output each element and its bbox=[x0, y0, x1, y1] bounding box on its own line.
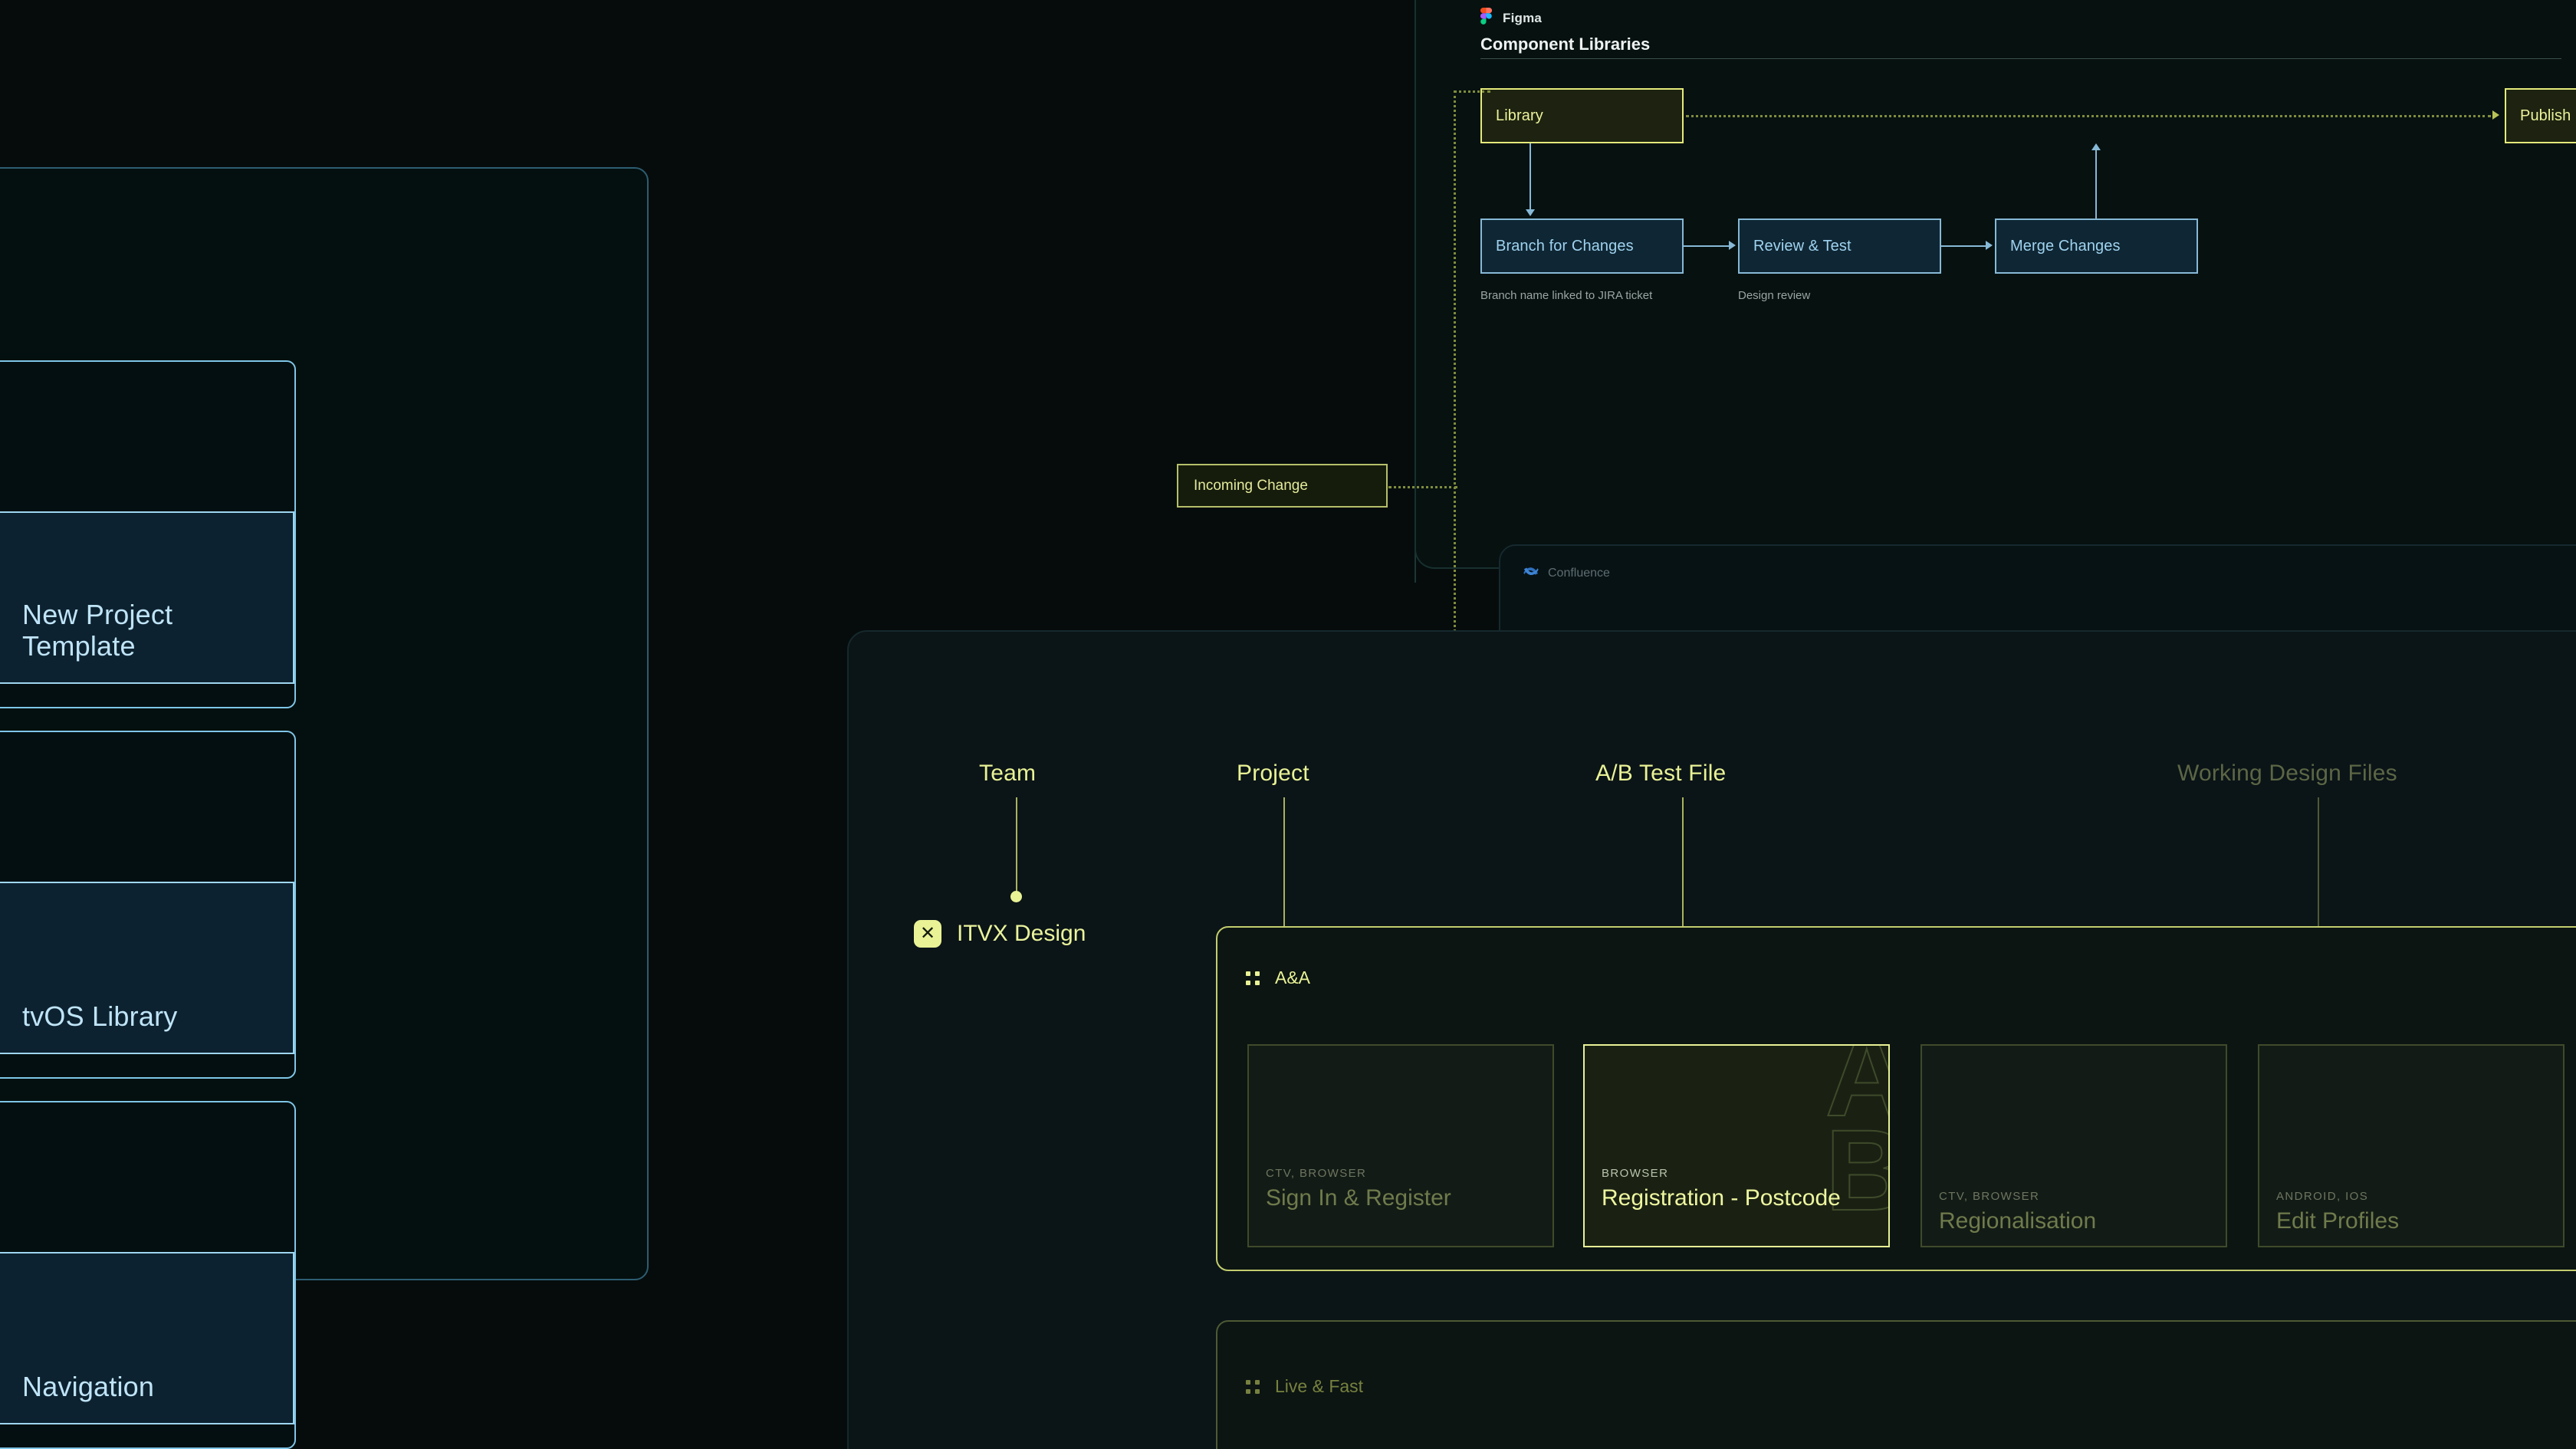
library-card-label: New Project Template bbox=[22, 598, 173, 662]
connector-library-to-publish-dotted bbox=[1686, 115, 2491, 117]
project-header-live-fast[interactable]: Live & Fast bbox=[1246, 1376, 1363, 1397]
file-card-title: Registration - Postcode bbox=[1602, 1185, 1841, 1211]
node-merge-changes[interactable]: Merge Changes bbox=[1995, 219, 2198, 274]
file-card-platforms: ANDROID, IOS bbox=[2276, 1190, 2369, 1203]
file-card-platforms: CTV, BROWSER bbox=[1939, 1190, 2040, 1203]
project-box-live-fast[interactable] bbox=[1216, 1320, 2576, 1449]
column-header-team: Team bbox=[979, 761, 1037, 786]
file-card-title: Regionalisation bbox=[1939, 1208, 2097, 1234]
column-stem-team bbox=[1016, 797, 1017, 897]
library-card[interactable]: tvOS Library bbox=[0, 882, 294, 1054]
column-header-ab-test-file: A/B Test File bbox=[1595, 761, 1727, 786]
library-card-label: tvOS Library bbox=[22, 1001, 178, 1033]
connector-merge-to-publish bbox=[2095, 150, 2097, 220]
file-card-regionalisation[interactable]: CTV, BROWSER Regionalisation bbox=[1921, 1044, 2227, 1247]
figma-panel: Figma Component Libraries Library Publis… bbox=[1414, 0, 2576, 569]
node-branch-for-changes[interactable]: Branch for Changes bbox=[1480, 219, 1684, 274]
arrow-right-icon bbox=[1729, 241, 1736, 250]
connector-branch-to-review bbox=[1684, 245, 1730, 247]
project-header-aa[interactable]: A&A bbox=[1246, 968, 1310, 988]
column-anchor-dot bbox=[1010, 891, 1022, 902]
arrow-up-icon bbox=[2091, 143, 2101, 150]
file-card-title: Sign In & Register bbox=[1266, 1185, 1451, 1211]
connector-trunk-dotted bbox=[1454, 90, 1456, 903]
arrow-right-icon bbox=[2492, 110, 2499, 120]
section-title: Component Libraries bbox=[1480, 34, 1651, 54]
file-card-title: Edit Profiles bbox=[2276, 1208, 2400, 1234]
component-library-panel: Design Utilities New Project Template An… bbox=[0, 167, 649, 1449]
section-divider bbox=[1480, 58, 2561, 59]
column-header-working-design-files: Working Design Files bbox=[2177, 761, 2397, 786]
library-card[interactable]: New Project Template bbox=[0, 511, 294, 684]
node-incoming-change[interactable]: Incoming Change bbox=[1177, 464, 1388, 508]
confluence-icon bbox=[1523, 564, 1539, 582]
note-review: Design review bbox=[1738, 289, 1811, 302]
note-branch: Branch name linked to JIRA ticket bbox=[1480, 289, 1653, 302]
drag-handle-icon[interactable] bbox=[1246, 1379, 1260, 1394]
arrow-right-icon bbox=[1986, 241, 1993, 250]
library-group: Design Utilities New Project Template bbox=[0, 360, 296, 708]
itvx-close-icon: ✕ bbox=[914, 920, 941, 948]
team-name: ITVX Design bbox=[957, 921, 1086, 946]
library-card[interactable]: Navigation bbox=[0, 1252, 294, 1424]
node-library-source[interactable]: Library bbox=[1480, 88, 1684, 143]
connector-incoming-change-dotted bbox=[1388, 486, 1457, 488]
connector-review-to-merge bbox=[1941, 245, 1986, 247]
file-card-platforms: CTV, BROWSER bbox=[1266, 1167, 1367, 1180]
figma-brand: Figma bbox=[1480, 8, 1542, 28]
figma-icon bbox=[1480, 8, 1493, 28]
library-card-label: Navigation bbox=[22, 1371, 155, 1403]
connector-trunk-to-library-dotted bbox=[1454, 90, 1490, 93]
team-row[interactable]: ✕ ITVX Design bbox=[914, 920, 1086, 948]
library-group: Progress Indicator Navigation bbox=[0, 1101, 296, 1449]
file-card-platforms: BROWSER bbox=[1602, 1167, 1669, 1180]
confluence-brand-label: Confluence bbox=[1548, 566, 1610, 580]
confluence-brand: Confluence bbox=[1523, 564, 1610, 582]
column-header-project: Project bbox=[1237, 761, 1309, 786]
arrow-down-icon bbox=[1526, 209, 1535, 216]
library-group: Android Library tvOS Library bbox=[0, 731, 296, 1079]
node-review-and-test[interactable]: Review & Test bbox=[1738, 219, 1941, 274]
file-card-sign-in-register[interactable]: CTV, BROWSER Sign In & Register bbox=[1247, 1044, 1554, 1247]
connector-library-to-branch bbox=[1530, 143, 1531, 211]
file-card-edit-profiles[interactable]: ANDROID, IOS Edit Profiles bbox=[2258, 1044, 2564, 1247]
file-card-registration-postcode[interactable]: AB BROWSER Registration - Postcode bbox=[1583, 1044, 1890, 1247]
node-publish-changes[interactable]: Publish Changes bbox=[2505, 88, 2576, 143]
column-stem-project bbox=[1283, 797, 1285, 945]
project-name: Live & Fast bbox=[1275, 1376, 1364, 1396]
project-name: A&A bbox=[1275, 968, 1311, 987]
figma-brand-label: Figma bbox=[1503, 10, 1543, 25]
drag-handle-icon[interactable] bbox=[1246, 971, 1260, 985]
